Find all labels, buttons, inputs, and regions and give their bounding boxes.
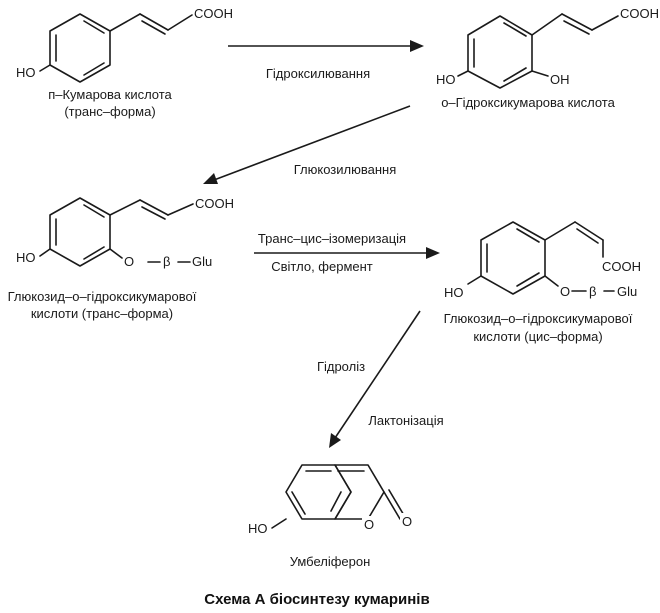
o-hydroxycoumaric-acid-structure: COOH HO OH <box>436 6 659 89</box>
step-glucosylation-label: Глюкозилювання <box>294 162 397 177</box>
glucoside-cis-glu: Glu <box>617 284 637 299</box>
p-coumaric-form: (транс–форма) <box>64 104 155 119</box>
glucoside-trans-glu: Glu <box>192 254 212 269</box>
umbelliferone-name: Умбеліферон <box>290 554 371 569</box>
step-conditions-label: Світло, фермент <box>271 259 373 274</box>
scheme-caption: Схема А біосинтезу кумаринів <box>204 591 429 608</box>
umbelliferone-ring-o: O <box>364 517 374 532</box>
glucoside-cis-cooh: COOH <box>602 259 641 274</box>
umbelliferone-ho: HO <box>248 521 268 536</box>
glucoside-trans-cooh: COOH <box>195 196 234 211</box>
glucoside-cis-beta: β <box>589 284 596 299</box>
glucoside-cis-name: Глюкозид–о–гідроксикумарової <box>444 311 633 326</box>
step-hydrolysis-label: Гідроліз <box>317 359 365 374</box>
p-coumaric-name: п–Кумарова кислота <box>48 87 172 102</box>
glucoside-cis-form: кислоти (цис–форма) <box>473 329 602 344</box>
glucoside-trans-o: O <box>124 254 134 269</box>
arrow-hydrolysis-lactonization <box>329 310 421 448</box>
p-coumaric-cooh: COOH <box>194 6 233 21</box>
glucoside-cis-ho: HO <box>444 285 464 300</box>
o-hydroxy-cooh: COOH <box>620 6 659 21</box>
glucoside-cis-o: O <box>560 284 570 299</box>
glucoside-cis-structure: COOH HO O β Glu <box>444 221 641 300</box>
o-hydroxy-ho: HO <box>436 72 456 87</box>
glucoside-trans-form: кислоти (транс–форма) <box>31 306 173 321</box>
arrow-glucosylation <box>203 105 411 184</box>
arrow-isomerization <box>254 247 440 259</box>
o-hydroxy-name: o–Гідроксикумарова кислота <box>441 95 615 110</box>
umbelliferone-structure: O O HO <box>248 464 414 536</box>
step-isomerization-label: Транс–цис–ізомеризація <box>258 231 406 246</box>
p-coumaric-acid-structure: COOH HO <box>16 6 233 83</box>
step-hydroxylation-label: Гідроксилювання <box>266 66 370 81</box>
glucoside-trans-beta: β <box>163 254 170 269</box>
umbelliferone-carbonyl-o: O <box>402 514 412 529</box>
o-hydroxy-oh: OH <box>550 72 570 87</box>
glucoside-trans-name: Глюкозид–о–гідроксикумарової <box>8 289 197 304</box>
p-coumaric-ho: HO <box>16 65 36 80</box>
glucoside-trans-structure: COOH HO O β Glu <box>16 196 234 269</box>
step-lactonization-label: Лактонізація <box>368 413 443 428</box>
arrow-hydroxylation <box>228 40 424 52</box>
glucoside-trans-ho: HO <box>16 250 36 265</box>
